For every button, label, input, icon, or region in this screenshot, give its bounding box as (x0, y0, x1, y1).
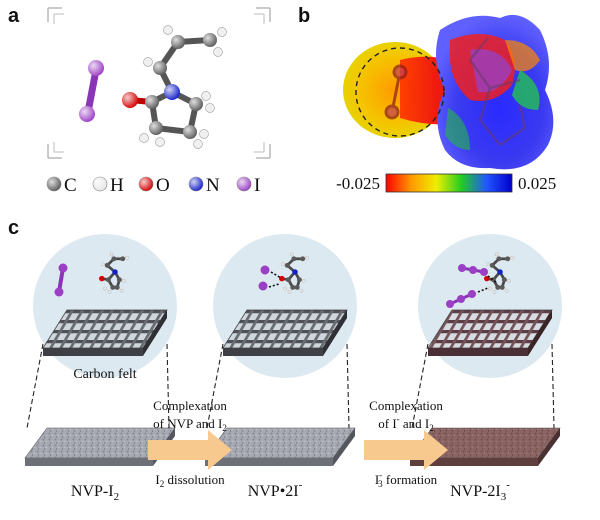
legend-label: O (156, 175, 170, 196)
colorbar-min-label: -0.025 (336, 174, 380, 193)
triiodide-ions (446, 264, 497, 308)
arrow-bottom-line: I2 dissolution (155, 472, 225, 489)
colorbar-max-label: 0.025 (518, 174, 556, 193)
panel-label-a: a (8, 5, 20, 27)
electrostatic-potential-map (343, 14, 554, 170)
carbon-felt-mesh-edge (43, 348, 143, 356)
projection-line-left (206, 343, 224, 429)
legend-item-c: C (46, 175, 77, 196)
arrow-top-line-2: of I- and I2 (378, 414, 434, 433)
legend-label: I (254, 175, 260, 196)
arrow-bottom-line: I-3 formation (375, 470, 438, 489)
legend-label: C (64, 175, 77, 196)
stage-label: NVP-2I3- (450, 479, 510, 503)
projection-line-left (411, 343, 429, 429)
legend-item-h: H (92, 175, 124, 196)
legend-label: H (110, 175, 124, 196)
process-arrow-1: Complexation of NVP and I2 I2 dissolution (148, 398, 232, 489)
stage-label: NVP•2I- (248, 479, 303, 500)
legend-label: N (206, 175, 220, 196)
material-block (24, 427, 176, 466)
arrow-shape (364, 430, 448, 470)
iodine-molecule (79, 60, 104, 122)
zoom-circle (418, 234, 562, 378)
carbon-felt-mesh-edge (223, 348, 323, 356)
iodine-molecule-small (54, 263, 68, 297)
carbon-felt-caption: Carbon felt (73, 367, 136, 382)
zoom-circle (213, 234, 357, 378)
molecule-frame (47, 7, 271, 159)
legend-item-n: N (188, 175, 220, 196)
projection-line-left (26, 343, 44, 429)
projection-line-right (346, 343, 350, 429)
projection-line-right (166, 343, 170, 429)
stage-2: NVP•2I- (204, 234, 357, 500)
projection-line-right (551, 343, 555, 429)
arrow-top-line-2: of NVP and I2 (153, 416, 227, 433)
nvp-molecule-large (122, 25, 227, 149)
legend-item-o: O (138, 175, 170, 196)
panel-label-c: c (8, 217, 19, 239)
arrow-top-line-1: Complexation (153, 398, 227, 413)
iodide-ions (258, 265, 282, 291)
carbon-felt-mesh-edge (428, 348, 528, 356)
legend-item-i: I (236, 175, 260, 196)
stage-label: NVP-I2 (71, 483, 119, 503)
material-block (409, 427, 561, 466)
stage-3: NVP-2I3- (409, 234, 562, 503)
zoom-circle (33, 234, 177, 378)
potential-colorbar: -0.025 0.025 (336, 173, 556, 193)
arrow-top-line-1: Complexation (369, 398, 443, 413)
arrow-shape (148, 430, 232, 470)
panel-label-b: b (298, 5, 310, 27)
material-block (204, 427, 356, 466)
